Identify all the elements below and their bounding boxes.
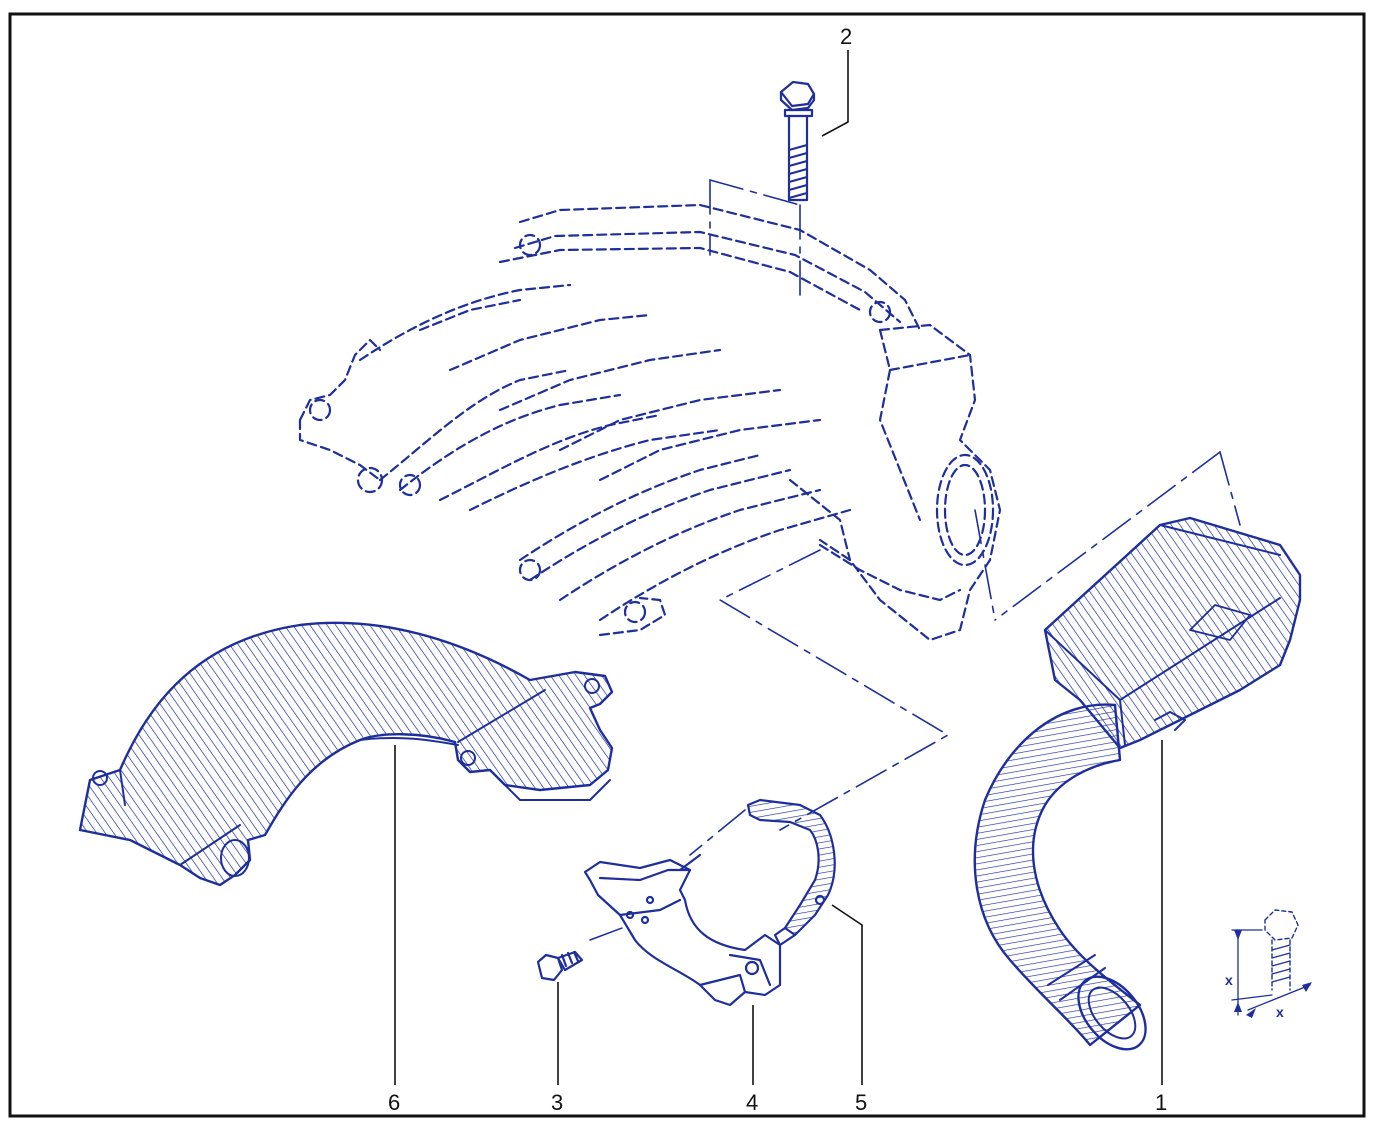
strap-part-5 (746, 798, 836, 947)
intake-manifold-outline (298, 203, 1002, 642)
callout-2: 2 (840, 24, 852, 49)
air-filter-housing-part-1 (973, 516, 1302, 1051)
leader-lines (394, 50, 1163, 1085)
bracket-part-4 (583, 853, 782, 1007)
bolt-part-2 (779, 80, 816, 202)
callout-3: 3 (551, 1090, 563, 1115)
assembly-guide-lines (589, 179, 1241, 941)
diagram-frame (8, 12, 1366, 1118)
callout-5: 5 (855, 1090, 867, 1115)
intake-duct-part-6 (78, 621, 614, 887)
dimension-label-thread: x (1276, 1004, 1284, 1020)
callout-6: 6 (388, 1090, 400, 1115)
screw-part-3 (536, 950, 584, 982)
leader-line-5 (831, 904, 863, 1085)
callout-4: 4 (746, 1090, 758, 1115)
bolt-dimension-inset: x x (1225, 909, 1312, 1020)
leader-line-2 (821, 50, 849, 137)
callout-1: 1 (1155, 1090, 1167, 1115)
dimension-label-vertical: x (1225, 972, 1233, 988)
